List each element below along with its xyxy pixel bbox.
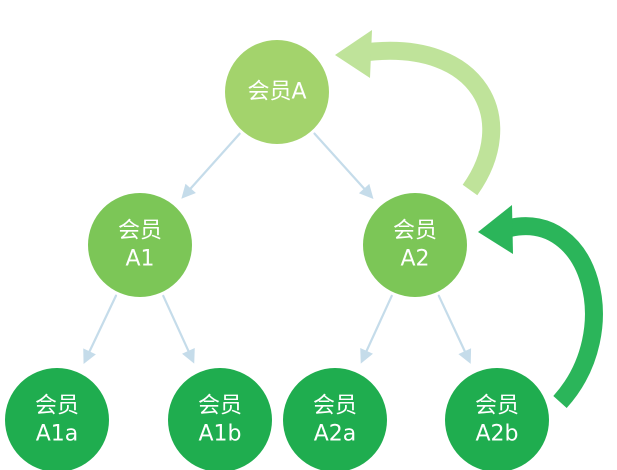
edge-A2-A2b bbox=[437, 294, 472, 364]
arrowhead-A1-A1a bbox=[83, 348, 96, 364]
edge-A2-A2a bbox=[360, 294, 393, 364]
return-arrow-A2b-to-A2 bbox=[478, 205, 603, 409]
edge-A1-A1b bbox=[162, 294, 195, 364]
node-A2a: 会员 A2a bbox=[283, 368, 387, 470]
node-label-A1-line1: 会员 bbox=[118, 219, 162, 244]
edge-A-A2 bbox=[313, 132, 374, 199]
node-label-A2b-line2: A2b bbox=[475, 422, 518, 447]
node-circle-A1 bbox=[88, 193, 192, 297]
node-label-A1a-line2: A1a bbox=[36, 422, 79, 447]
node-A1a: 会员 A1a bbox=[5, 368, 109, 470]
node-label-A1-line2: A1 bbox=[125, 247, 154, 272]
node-label-A1a-line1: 会员 bbox=[35, 394, 79, 419]
node-label-A2b-line1: 会员 bbox=[475, 394, 519, 419]
node-label-A2-line1: 会员 bbox=[393, 219, 437, 244]
node-circle-A2a bbox=[283, 368, 387, 470]
return-arrows bbox=[335, 30, 603, 409]
tree-nodes: 会员A 会员 A1 会员 A2 会员 A1a 会员 A1b 会员 A2a 会员 A2b bbox=[5, 40, 549, 470]
node-circle-A2 bbox=[363, 193, 467, 297]
node-circle-A bbox=[225, 40, 329, 144]
arrowhead-A1-A1b bbox=[182, 347, 195, 364]
node-circle-A2b bbox=[445, 368, 549, 470]
node-label-A-line1: 会员A bbox=[247, 80, 306, 105]
node-label-A2-line2: A2 bbox=[400, 247, 429, 272]
node-label-A2a-line1: 会员 bbox=[313, 394, 357, 419]
node-A: 会员A bbox=[225, 40, 329, 144]
edge-A-A1 bbox=[181, 132, 241, 199]
return-arrow-A2-to-A bbox=[335, 30, 501, 196]
node-A2: 会员 A2 bbox=[363, 193, 467, 297]
node-A1: 会员 A1 bbox=[88, 193, 192, 297]
arrowhead-A2-A2b bbox=[458, 348, 472, 364]
arrowhead-A-A2 bbox=[358, 183, 374, 199]
node-A2b: 会员 A2b bbox=[445, 368, 549, 470]
edge-A1-A1a bbox=[83, 294, 118, 364]
node-A1b: 会员 A1b bbox=[168, 368, 272, 470]
node-circle-A1a bbox=[5, 368, 109, 470]
node-circle-A1b bbox=[168, 368, 272, 470]
node-label-A1b-line2: A1b bbox=[198, 422, 241, 447]
arrowhead-A-A1 bbox=[181, 183, 196, 199]
tree-edges bbox=[83, 132, 472, 364]
node-label-A2a-line2: A2a bbox=[314, 422, 357, 447]
node-label-A1b-line1: 会员 bbox=[198, 394, 242, 419]
arrowhead-A2-A2a bbox=[360, 347, 373, 364]
